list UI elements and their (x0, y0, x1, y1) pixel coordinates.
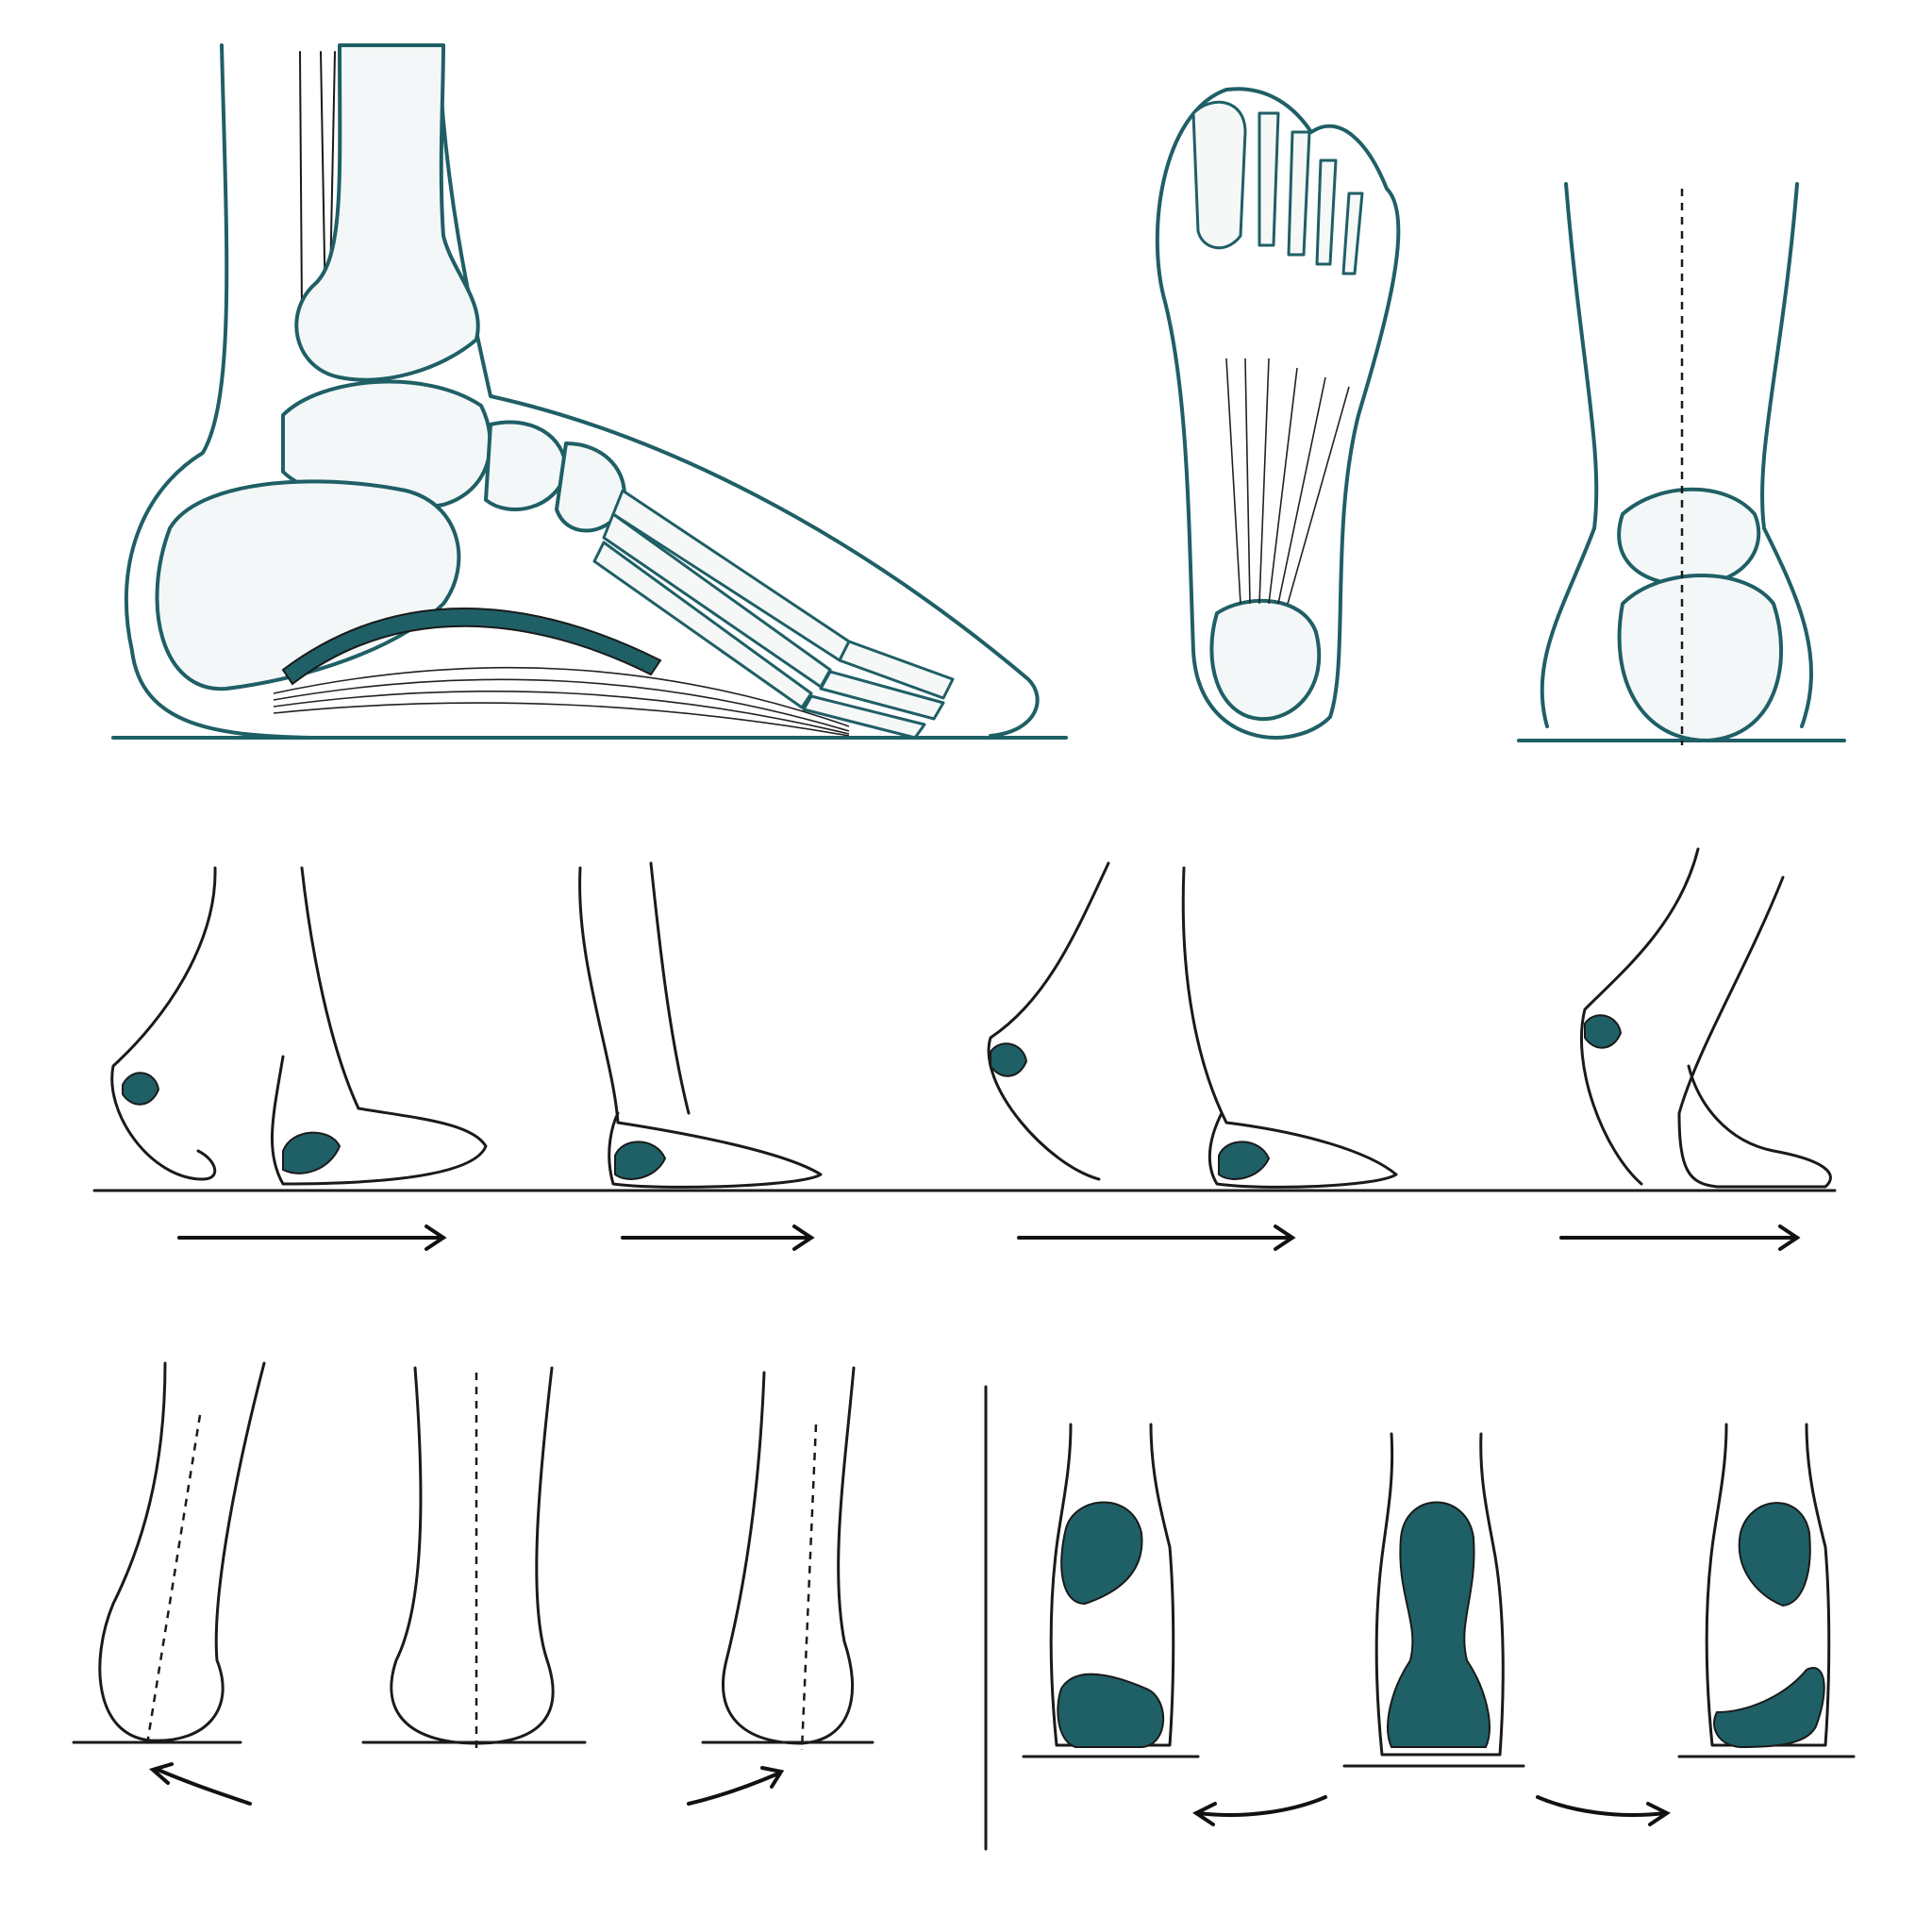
step2-leg (578, 866, 823, 1189)
heel-pad-bone (1209, 598, 1322, 722)
pressure-variant-medial (1677, 1423, 1856, 1758)
heel-a-axis (144, 1414, 202, 1751)
pressure-distribution-panel (1022, 1423, 1856, 1826)
step1-front-leg (270, 866, 488, 1186)
step1-back-heel (122, 1072, 160, 1106)
rear-calcaneus-bone (1617, 574, 1784, 742)
gait-sequence-panel (92, 847, 1837, 1251)
heel-a-arrow (148, 1762, 252, 1806)
step1-back-leg (110, 866, 217, 1181)
step2-heel (614, 1141, 667, 1180)
leg-right-outline (1760, 182, 1813, 728)
heel-variant-neutral (361, 1366, 587, 1750)
gait-arrow-2 (621, 1224, 815, 1251)
rear-ankle-view-panel (1517, 182, 1846, 745)
sole-outline (1155, 87, 1401, 740)
step3-back-heel (990, 1042, 1028, 1077)
plantar-fascia-band (281, 608, 662, 686)
step1-front-heel (282, 1131, 341, 1174)
pressure-arrow-right (1536, 1795, 1671, 1826)
navicular-bone (484, 420, 568, 511)
toe-phalanges (802, 640, 955, 740)
gait-step-2 (578, 861, 823, 1189)
step4-heel (1584, 1014, 1623, 1049)
step2-leg-front (649, 861, 691, 1115)
pressure-a-forefoot (1060, 1501, 1143, 1606)
tibia-bone (294, 43, 480, 382)
heel-c-axis (800, 1424, 818, 1751)
plantar-fascia-fibers (273, 666, 850, 737)
heel-alignment-panel (72, 1361, 874, 1806)
heel-b-outline (390, 1366, 555, 1745)
heel-a-outline (98, 1361, 266, 1742)
lateral-foot-skeleton-panel (111, 43, 1068, 740)
pressure-variant-central (1342, 1432, 1525, 1768)
gait-arrow-3 (1017, 1224, 1296, 1251)
heel-c-outline (722, 1366, 856, 1745)
step4-front-leg (1677, 875, 1832, 1189)
plantar-foot-view-panel (1155, 87, 1401, 740)
pressure-b-full-sole (1387, 1501, 1491, 1748)
pressure-b-outline (1374, 1432, 1505, 1757)
metatarsal-3 (592, 541, 813, 709)
gait-arrow-1 (177, 1224, 447, 1251)
pressure-c-forefoot (1738, 1502, 1811, 1607)
pressure-c-heel (1713, 1667, 1825, 1749)
step3-back-leg (987, 861, 1110, 1181)
gait-arrows (177, 1224, 1801, 1251)
gait-step-3 (987, 861, 1398, 1189)
heel-variant-everted (72, 1361, 266, 1806)
pressure-variant-lateral (1022, 1423, 1200, 1758)
small-toes-phalanges (1257, 111, 1364, 275)
step3-front-leg (1181, 866, 1398, 1189)
step4-back-leg (1580, 847, 1700, 1186)
leg-left-outline (1540, 182, 1599, 728)
pressure-arrow-left (1192, 1795, 1327, 1826)
big-toe-phalanges (1191, 100, 1247, 250)
gait-arrow-4 (1559, 1224, 1801, 1251)
pressure-a-heel (1057, 1673, 1165, 1748)
rear-talus-bone (1617, 487, 1761, 587)
step3-front-heel (1218, 1141, 1271, 1180)
gait-step-1 (110, 866, 488, 1186)
leg-outline-back (124, 43, 313, 740)
gait-step-4 (1580, 847, 1832, 1189)
leg-outline-front (437, 43, 1040, 738)
heel-c-arrow (687, 1766, 785, 1806)
plantar-tendons (1225, 358, 1350, 605)
heel-variant-inverted (687, 1366, 874, 1806)
